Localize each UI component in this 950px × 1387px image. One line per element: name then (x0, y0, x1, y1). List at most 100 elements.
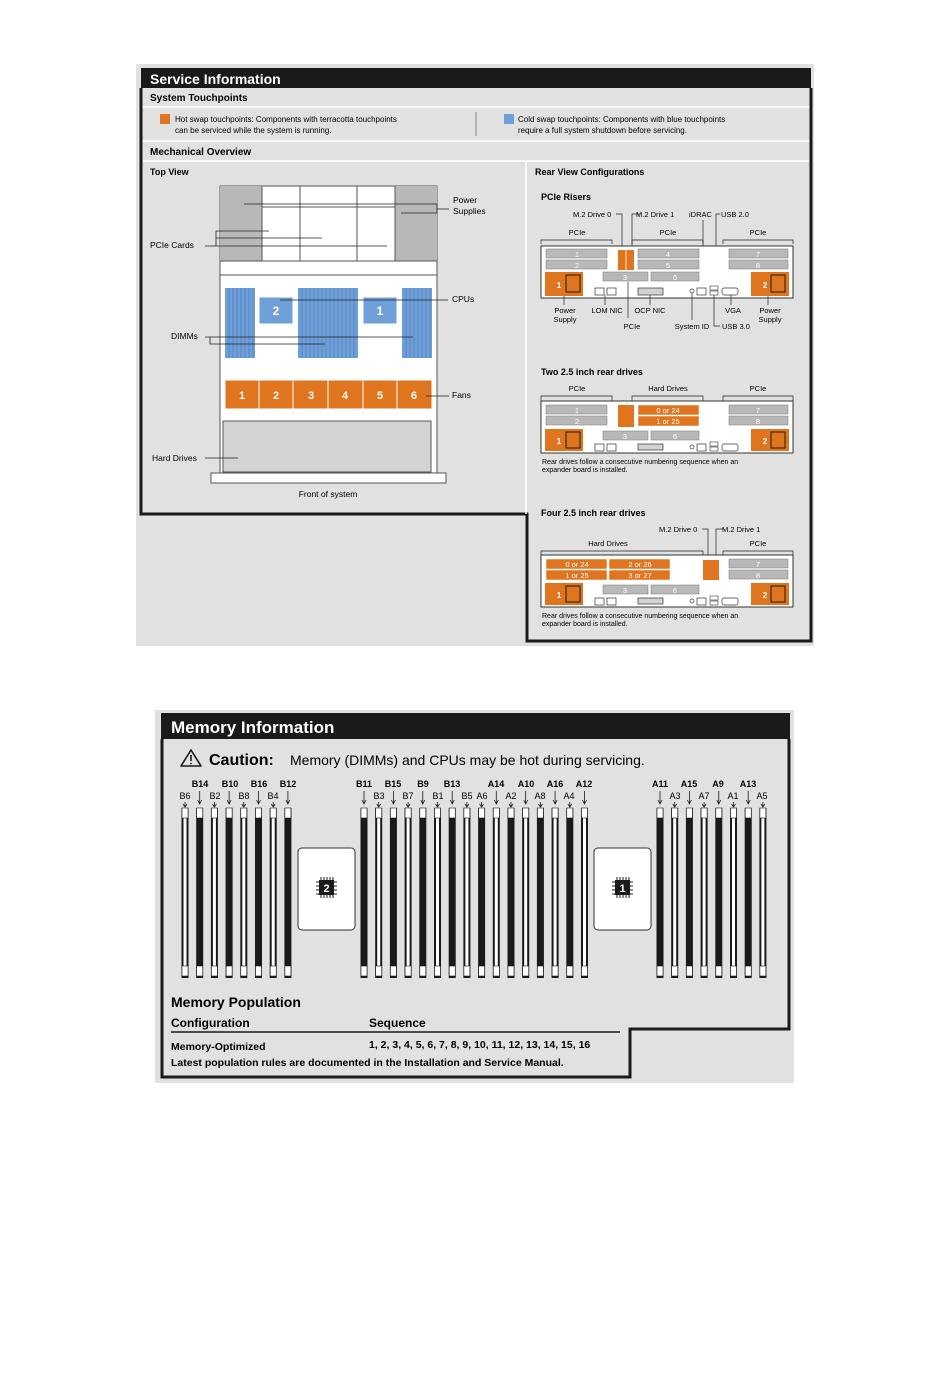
svg-text:PCIe: PCIe (750, 384, 767, 393)
memory-header-bar (161, 713, 790, 739)
cpu-2 (258, 296, 294, 325)
svg-text:PCIe: PCIe (569, 384, 586, 393)
dimm-latch-bottom (360, 965, 368, 977)
service-title: Service Information (150, 71, 281, 87)
svg-text:8: 8 (756, 261, 760, 270)
dimm-latch-top (240, 807, 248, 819)
svg-text:B13: B13 (444, 779, 461, 789)
svg-text:VGA: VGA (725, 306, 741, 315)
dimm-slot-inner (362, 812, 366, 974)
svg-text:7: 7 (756, 560, 760, 569)
dimm-slot-inner (524, 812, 528, 974)
dimms-label: DIMMs (171, 331, 198, 341)
dimm-latch-top (255, 807, 262, 819)
dimm-latch-top (269, 807, 277, 819)
dimm-latch-top (730, 807, 737, 819)
svg-text:A5: A5 (756, 791, 767, 801)
power-supplies-label-1: Power (453, 195, 477, 205)
dimm-latch-top (522, 807, 530, 819)
power-supply-left (220, 186, 262, 261)
dimm-slot-inner (286, 812, 290, 974)
svg-text:B5: B5 (461, 791, 472, 801)
dimm-latch-top (404, 807, 412, 819)
dimm-slot-inner (257, 812, 260, 974)
svg-text:M.2 Drive 0: M.2 Drive 0 (659, 525, 697, 534)
dimm-arrow (479, 802, 484, 808)
dimm-latch-top (551, 807, 559, 819)
dimm-slot-inner (494, 812, 498, 974)
dimm-slot-inner (406, 812, 410, 974)
svg-text:PCIe: PCIe (660, 228, 677, 237)
rear-view-title: Rear View Configurations (535, 167, 644, 177)
svg-text:7: 7 (756, 250, 760, 259)
rear-drive-0 (637, 404, 700, 416)
svg-text:8: 8 (756, 417, 760, 426)
dimm-arrow (405, 802, 411, 808)
svg-text:B10: B10 (222, 779, 239, 789)
hot-swap-line2: can be serviced while the system is runn… (175, 126, 332, 135)
dimm-slot-inner (436, 812, 439, 974)
dimm-latch-top (225, 807, 233, 819)
svg-text:Rear drives follow a consecuti: Rear drives follow a consecutive numberi… (542, 613, 738, 620)
service-information-panel: Service Information System Touchpoints H… (136, 64, 814, 646)
svg-text:2: 2 (763, 281, 768, 290)
dimm-arrow (226, 791, 232, 805)
fan-5: 5 (377, 390, 383, 402)
svg-text:A7: A7 (698, 791, 709, 801)
dimm-arrow (449, 791, 455, 805)
cpu-socket-1: 1 (593, 847, 652, 931)
dimm-slot-inner (673, 812, 677, 974)
dimm-latch-bottom (419, 965, 427, 977)
pcie-risers-diagram: M.2 Drive 0 M.2 Drive 1 iDRAC USB 2.0 PC… (540, 210, 794, 331)
svg-text:A4: A4 (563, 791, 574, 801)
dimm-latch-bottom (463, 965, 471, 977)
cpu-2-label: 2 (323, 883, 329, 895)
dimm-arrow (376, 802, 382, 808)
svg-text:A6: A6 (476, 791, 487, 801)
dimm-latch-top (284, 807, 292, 819)
dimm-latch-bottom (551, 965, 559, 977)
dimm-arrow (182, 802, 188, 808)
sequence-column-header: Sequence (369, 1016, 426, 1030)
dimm-arrow (464, 802, 470, 808)
svg-text:Hard Drives: Hard Drives (648, 384, 688, 393)
svg-text:1: 1 (575, 406, 579, 415)
svg-text:1 or 25: 1 or 25 (656, 417, 679, 426)
dimm-latch-bottom (537, 965, 544, 977)
svg-text:A15: A15 (681, 779, 698, 789)
svg-text:1: 1 (557, 591, 562, 600)
svg-text:1: 1 (557, 281, 562, 290)
dimm-latch-bottom (759, 965, 767, 977)
dimm-latch-top (566, 807, 574, 819)
mechanical-overview-heading: Mechanical Overview (150, 147, 251, 158)
svg-text:2: 2 (575, 261, 579, 270)
svg-text:USB 3.0: USB 3.0 (722, 322, 750, 331)
svg-text:2: 2 (763, 591, 768, 600)
svg-text:B4: B4 (267, 791, 278, 801)
fan-row: 1 2 3 4 5 6 (224, 379, 433, 410)
svg-text:B2: B2 (209, 791, 220, 801)
svg-text:A11: A11 (652, 779, 668, 789)
cpu-socket-2: 2 (297, 847, 356, 931)
svg-text:0 or 24: 0 or 24 (656, 406, 679, 415)
dimm-arrow (760, 802, 766, 808)
svg-text:B9: B9 (417, 779, 429, 789)
top-view-title: Top View (150, 167, 190, 177)
svg-text:OCP NIC: OCP NIC (634, 306, 666, 315)
svg-text:1: 1 (377, 304, 384, 318)
dimm-slot-inner (465, 812, 469, 974)
svg-text:Rear drives follow a consecuti: Rear drives follow a consecutive numberi… (542, 459, 738, 466)
dimm-arrow (523, 791, 529, 805)
hot-swap-line1: Hot swap touchpoints: Components with te… (175, 115, 397, 124)
dimm-latch-top (196, 807, 203, 819)
dimm-slots (181, 791, 767, 978)
dimm-latch-bottom (448, 965, 456, 977)
svg-text:B1: B1 (432, 791, 443, 801)
svg-text:A3: A3 (669, 791, 680, 801)
caution-text: Memory (DIMMs) and CPUs may be hot durin… (290, 752, 645, 768)
dimm-slot-inner (212, 812, 216, 974)
population-rules-note: Latest population rules are documented i… (171, 1057, 564, 1069)
cold-swap-swatch (504, 114, 514, 124)
dimm-bank-left (225, 288, 255, 358)
dimm-latch-bottom (211, 965, 218, 977)
